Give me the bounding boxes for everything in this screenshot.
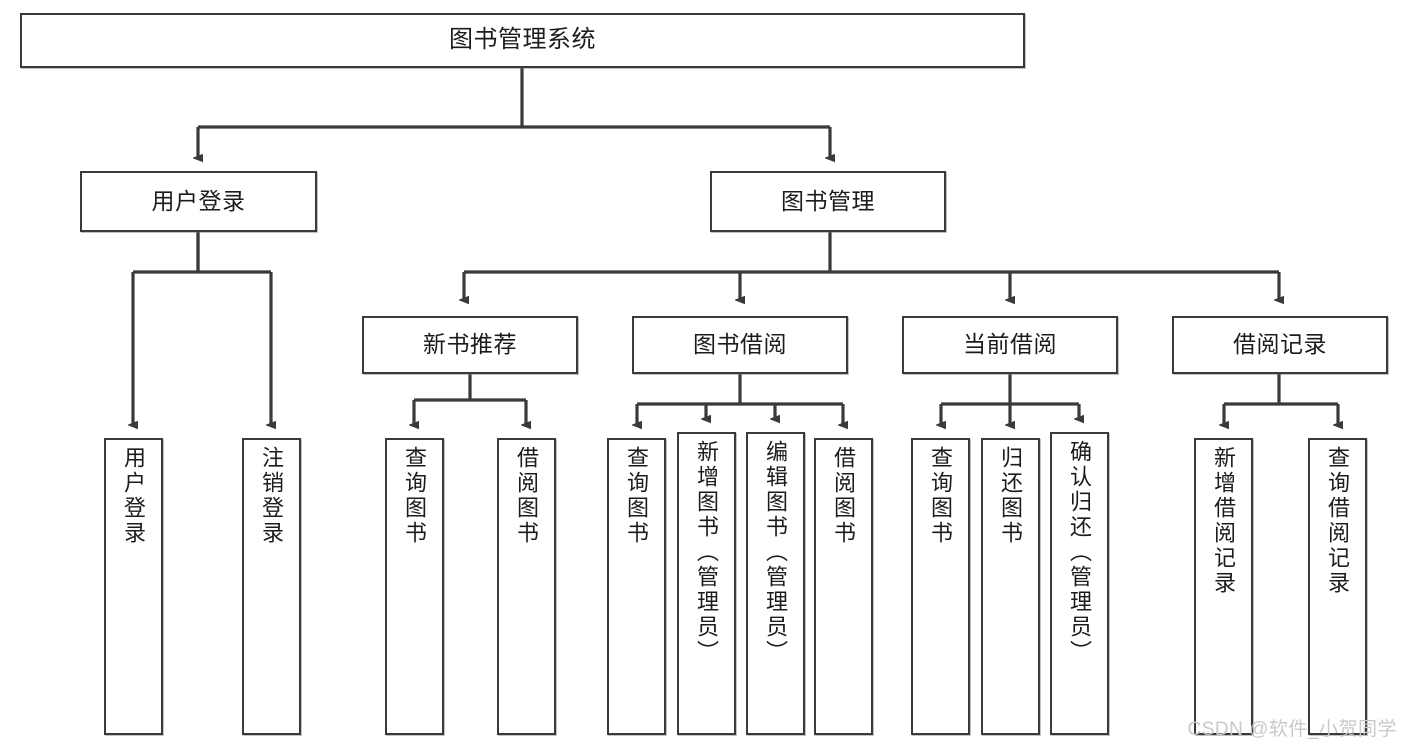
node-new-book-recommend[interactable]: 新书推荐 [362, 316, 578, 374]
node-label: 借阅记录 [1233, 331, 1327, 358]
leaf-borrow-borrow-book[interactable]: 借阅图书 [814, 438, 873, 735]
node-label: 查询图书 [624, 446, 650, 546]
leaf-current-return-book[interactable]: 归还图书 [981, 438, 1040, 735]
node-label: 查询借阅记录 [1325, 446, 1351, 596]
node-label: 用户登录 [121, 446, 147, 546]
node-label: 图书管理 [781, 187, 875, 214]
watermark: CSDN @软件_小贺同学 [1187, 719, 1397, 740]
leaf-record-add-record[interactable]: 新增借阅记录 [1194, 438, 1253, 735]
node-label: 用户登录 [151, 187, 246, 214]
node-root-system[interactable]: 图书管理系统 [20, 13, 1025, 68]
leaf-borrow-query-book[interactable]: 查询图书 [607, 438, 666, 735]
node-label: 图书管理系统 [449, 26, 596, 54]
leaf-recommend-query-book[interactable]: 查询图书 [385, 438, 444, 735]
node-label: 确认归还（管理员） [1067, 440, 1093, 665]
leaf-record-query-record[interactable]: 查询借阅记录 [1308, 438, 1367, 735]
node-label: 归还图书 [998, 446, 1024, 546]
leaf-recommend-borrow-book[interactable]: 借阅图书 [497, 438, 556, 735]
node-label: 查询图书 [402, 446, 428, 546]
node-label: 当前借阅 [963, 331, 1057, 358]
leaf-user-login-logout[interactable]: 注销登录 [242, 438, 301, 735]
node-label: 新书推荐 [423, 331, 517, 358]
node-label: 图书借阅 [693, 331, 787, 358]
node-label: 借阅图书 [831, 446, 857, 546]
node-label: 借阅图书 [514, 446, 540, 546]
node-label: 编辑图书（管理员） [763, 440, 789, 665]
leaf-borrow-edit-book-admin[interactable]: 编辑图书（管理员） [746, 432, 805, 735]
node-book-borrow[interactable]: 图书借阅 [632, 316, 848, 374]
node-label: 查询图书 [928, 446, 954, 546]
node-current-borrow[interactable]: 当前借阅 [902, 316, 1118, 374]
leaf-borrow-add-book-admin[interactable]: 新增图书（管理员） [677, 432, 736, 735]
leaf-user-login-login[interactable]: 用户登录 [104, 438, 163, 735]
node-label: 注销登录 [259, 446, 285, 546]
leaf-current-confirm-return-admin[interactable]: 确认归还（管理员） [1050, 432, 1109, 735]
node-user-login[interactable]: 用户登录 [80, 171, 317, 232]
leaf-current-query-book[interactable]: 查询图书 [911, 438, 970, 735]
node-label: 新增图书（管理员） [694, 440, 720, 665]
node-label: 新增借阅记录 [1211, 446, 1237, 596]
node-book-management[interactable]: 图书管理 [710, 171, 946, 232]
node-borrow-record[interactable]: 借阅记录 [1172, 316, 1388, 374]
